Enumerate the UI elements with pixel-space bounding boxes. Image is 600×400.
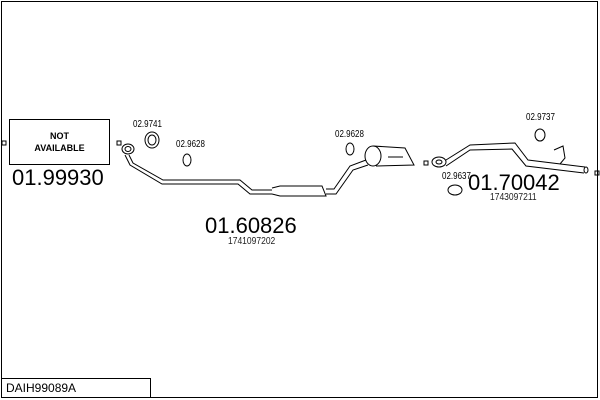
hanger-icon (345, 142, 355, 156)
part-number: 01.60826 (205, 213, 297, 238)
gasket-icon (144, 131, 160, 149)
hanger-icon (182, 153, 192, 167)
not-available-box: NOT AVAILABLE (9, 119, 110, 165)
oem-number: 1743097211 (490, 192, 537, 203)
not-available-text: NOT (50, 131, 69, 141)
accessory-number: 02.9628 (335, 129, 364, 140)
connector-marker (594, 170, 600, 176)
accessory-number: 02.9628 (176, 139, 205, 150)
accessory-number: 02.9737 (526, 112, 555, 123)
rear-pipe-drawing (431, 142, 589, 174)
hanger-icon (534, 128, 546, 142)
accessory-number: 02.9741 (133, 119, 162, 130)
part-number: 01.99930 (12, 165, 104, 190)
accessory-number: 02.9637 (442, 171, 471, 182)
oem-number: 1741097202 (228, 236, 276, 247)
not-available-text: AVAILABLE (34, 143, 85, 153)
connector-marker (116, 140, 122, 146)
connector-marker (423, 160, 429, 166)
gasket-icon (447, 184, 463, 196)
front-pipe-drawing (121, 143, 415, 197)
connector-marker (1, 140, 7, 146)
part-number: 01.70042 (468, 170, 560, 195)
diagram-code: DAIH99089A (1, 378, 151, 398)
